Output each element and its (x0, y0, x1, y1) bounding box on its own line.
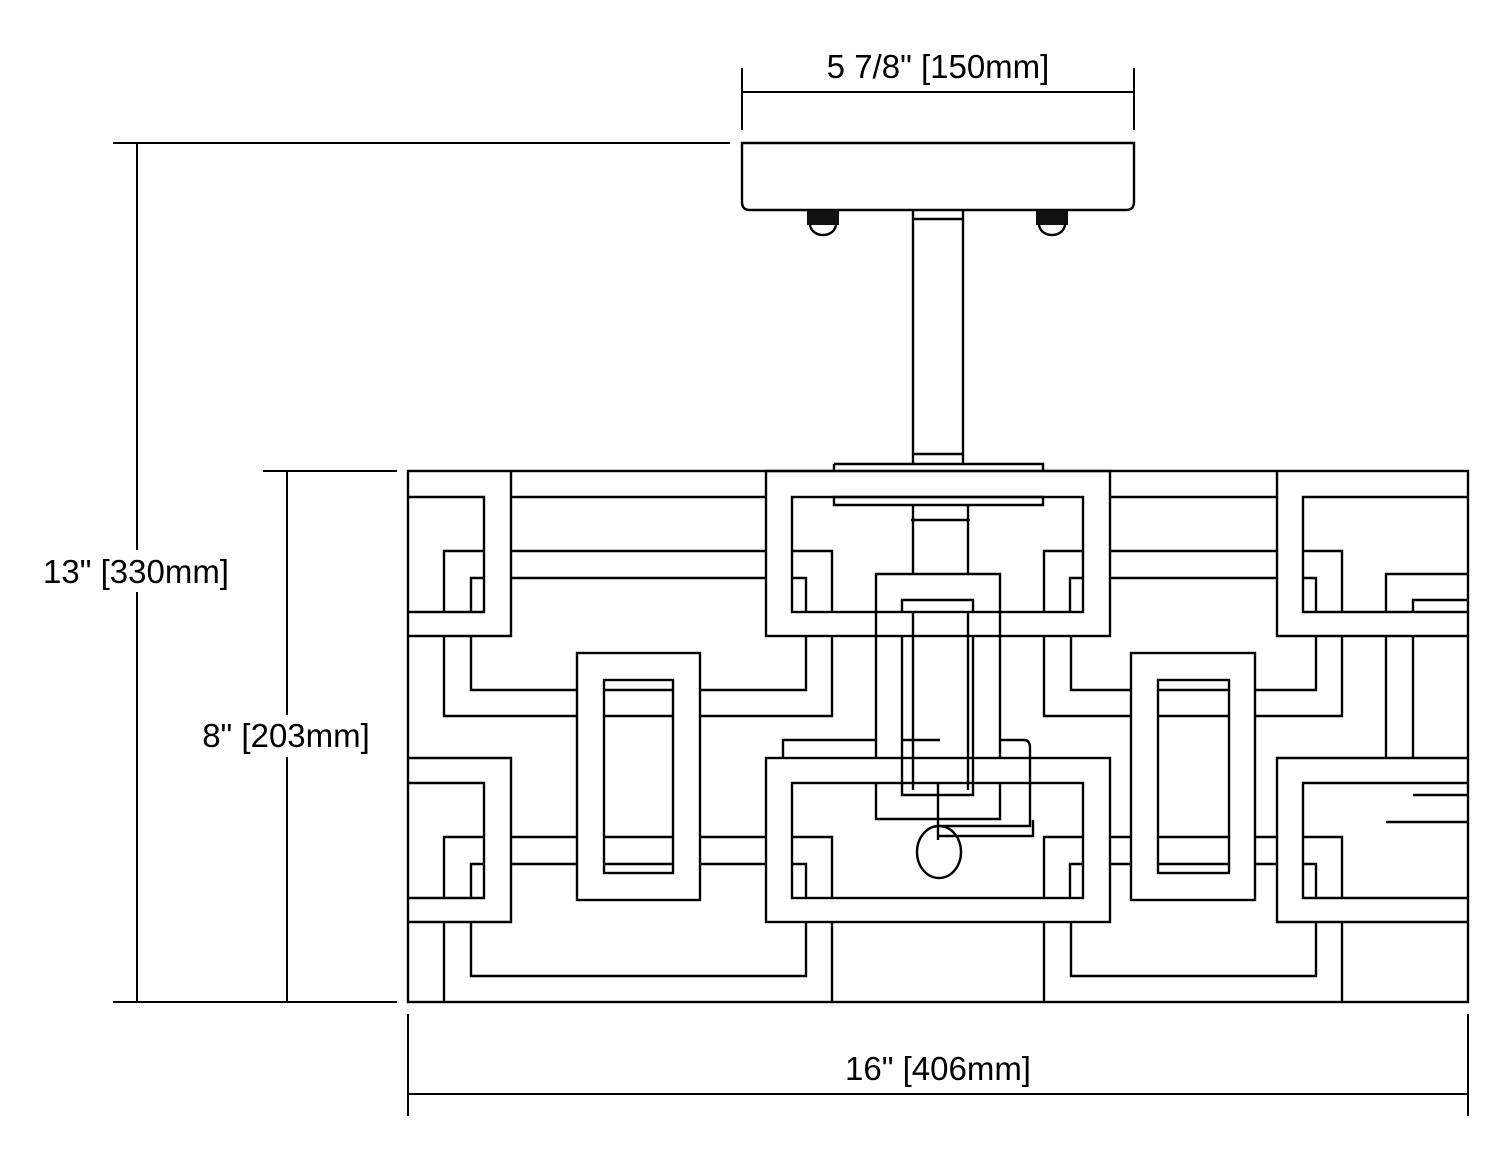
shade (406, 469, 1470, 1004)
canopy (740, 141, 1136, 212)
canopy-width-label: 5 7/8" [150mm] (827, 48, 1050, 85)
socket-assembly (781, 495, 1045, 880)
dimension-overall-width: 16" [406mm] (407, 1014, 1469, 1116)
dimension-canopy-width: 5 7/8" [150mm] (741, 48, 1135, 130)
screw-icon (807, 210, 1068, 237)
dimension-overall-height: 13" [330mm] (26, 142, 730, 1003)
shade-height-label: 8" [203mm] (202, 717, 370, 754)
dimension-shade-height: 8" [203mm] (186, 470, 397, 1002)
stem (832, 210, 1045, 471)
overall-height-label: 13" [330mm] (43, 553, 229, 590)
overall-width-label: 16" [406mm] (845, 1050, 1031, 1087)
bulb-icon (915, 824, 963, 880)
